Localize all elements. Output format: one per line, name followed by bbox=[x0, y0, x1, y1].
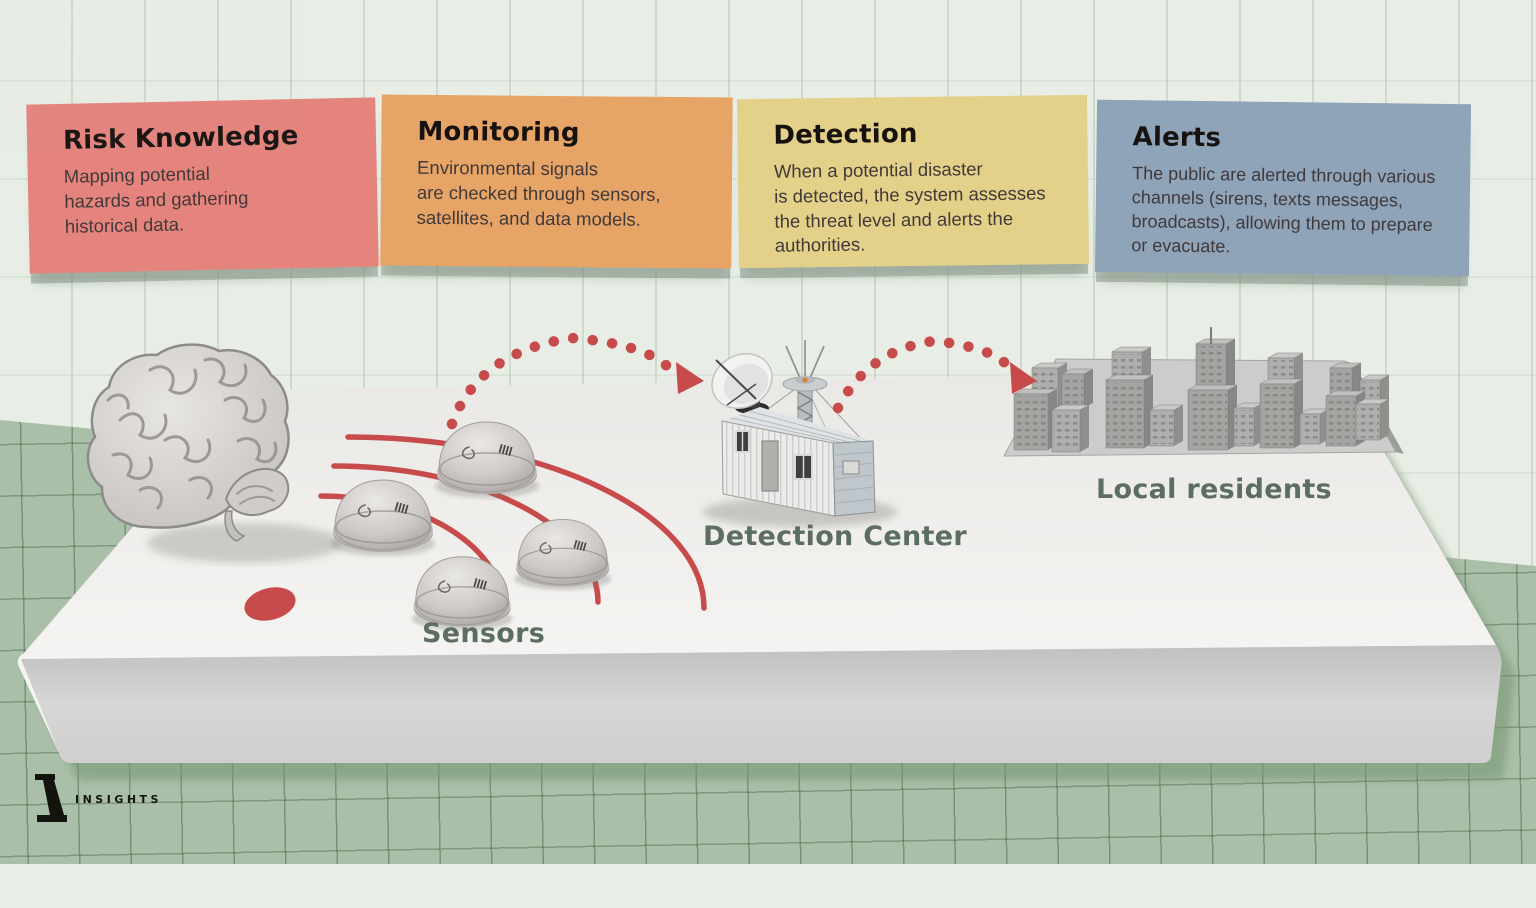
city-building bbox=[1355, 398, 1390, 441]
detection-center-illustration bbox=[702, 340, 898, 527]
insights-logo-text: INSIGHTS bbox=[75, 792, 162, 806]
card-body: The public are alerted through various c… bbox=[1131, 163, 1436, 257]
brain-illustration bbox=[86, 343, 343, 563]
card-title: Monitoring bbox=[417, 116, 580, 149]
insights-logo: INSIGHTS bbox=[34, 774, 162, 822]
container-door bbox=[761, 440, 779, 492]
city-building bbox=[1061, 368, 1094, 409]
satellite-dish-icon bbox=[711, 353, 773, 414]
city-illustration bbox=[1003, 327, 1404, 457]
platform-slab-front bbox=[21, 645, 1502, 763]
city-building bbox=[1051, 404, 1090, 453]
city-building bbox=[1259, 378, 1304, 449]
infographic-stage: Risk Knowledge Mapping potential hazards… bbox=[0, 0, 1536, 864]
city-building bbox=[1233, 402, 1264, 447]
container-vent bbox=[842, 460, 860, 475]
flow-arrow-to-detection bbox=[676, 362, 704, 394]
container-window bbox=[794, 454, 813, 480]
card-monitoring: Monitoring Environmental signals are che… bbox=[380, 94, 733, 269]
card-body: Environmental signals are checked throug… bbox=[416, 156, 661, 230]
local-residents-label: Local residents bbox=[1096, 474, 1332, 505]
card-alerts: Alerts The public are alerted through va… bbox=[1094, 99, 1472, 277]
sensors-label: Sensors bbox=[422, 618, 546, 649]
city-building bbox=[1325, 390, 1366, 447]
city-building bbox=[1187, 384, 1238, 451]
card-title: Detection bbox=[773, 118, 918, 151]
detection-center-label: Detection Center bbox=[703, 521, 967, 552]
city-building bbox=[1299, 408, 1330, 445]
card-body: When a potential disaster is detected, t… bbox=[773, 158, 1046, 257]
epicenter-dot bbox=[244, 587, 296, 621]
insights-logo-icon bbox=[35, 774, 67, 822]
city-building bbox=[1149, 404, 1184, 447]
city-building bbox=[1013, 388, 1058, 451]
data-flow-arcs bbox=[446, 332, 1015, 430]
container-window bbox=[735, 430, 750, 453]
scene-illustration bbox=[17, 327, 1515, 780]
card-detection: Detection When a potential disaster is d… bbox=[736, 94, 1090, 269]
card-title: Alerts bbox=[1132, 122, 1222, 154]
card-body: Mapping potential hazards and gathering … bbox=[63, 162, 249, 237]
card-title: Risk Knowledge bbox=[62, 120, 299, 156]
flow-arrow-to-city bbox=[1010, 362, 1037, 394]
card-risk-knowledge: Risk Knowledge Mapping potential hazards… bbox=[26, 97, 379, 274]
city-building bbox=[1105, 374, 1154, 449]
